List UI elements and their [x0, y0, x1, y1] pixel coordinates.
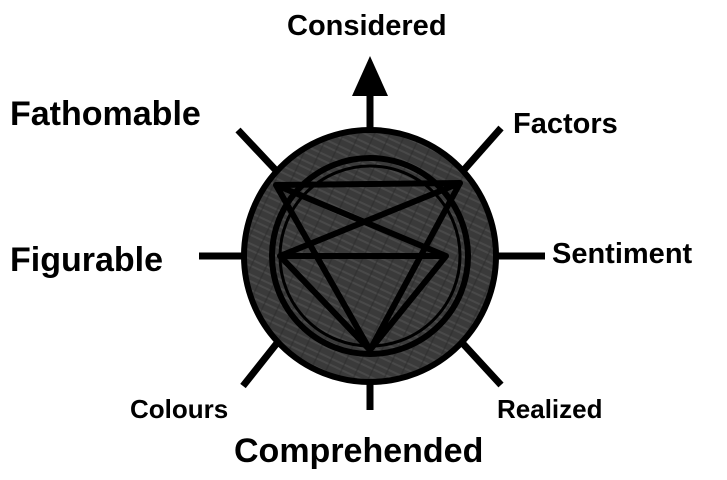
label-fathomable: Fathomable [10, 97, 201, 131]
arrow-up-icon [352, 56, 388, 96]
label-realized: Realized [497, 396, 603, 422]
label-sentiment: Sentiment [552, 240, 692, 269]
label-figurable: Figurable [10, 243, 163, 277]
label-colours: Colours [130, 396, 228, 422]
label-factors: Factors [513, 110, 618, 139]
label-comprehended: Comprehended [234, 434, 483, 468]
label-considered: Considered [287, 12, 447, 41]
